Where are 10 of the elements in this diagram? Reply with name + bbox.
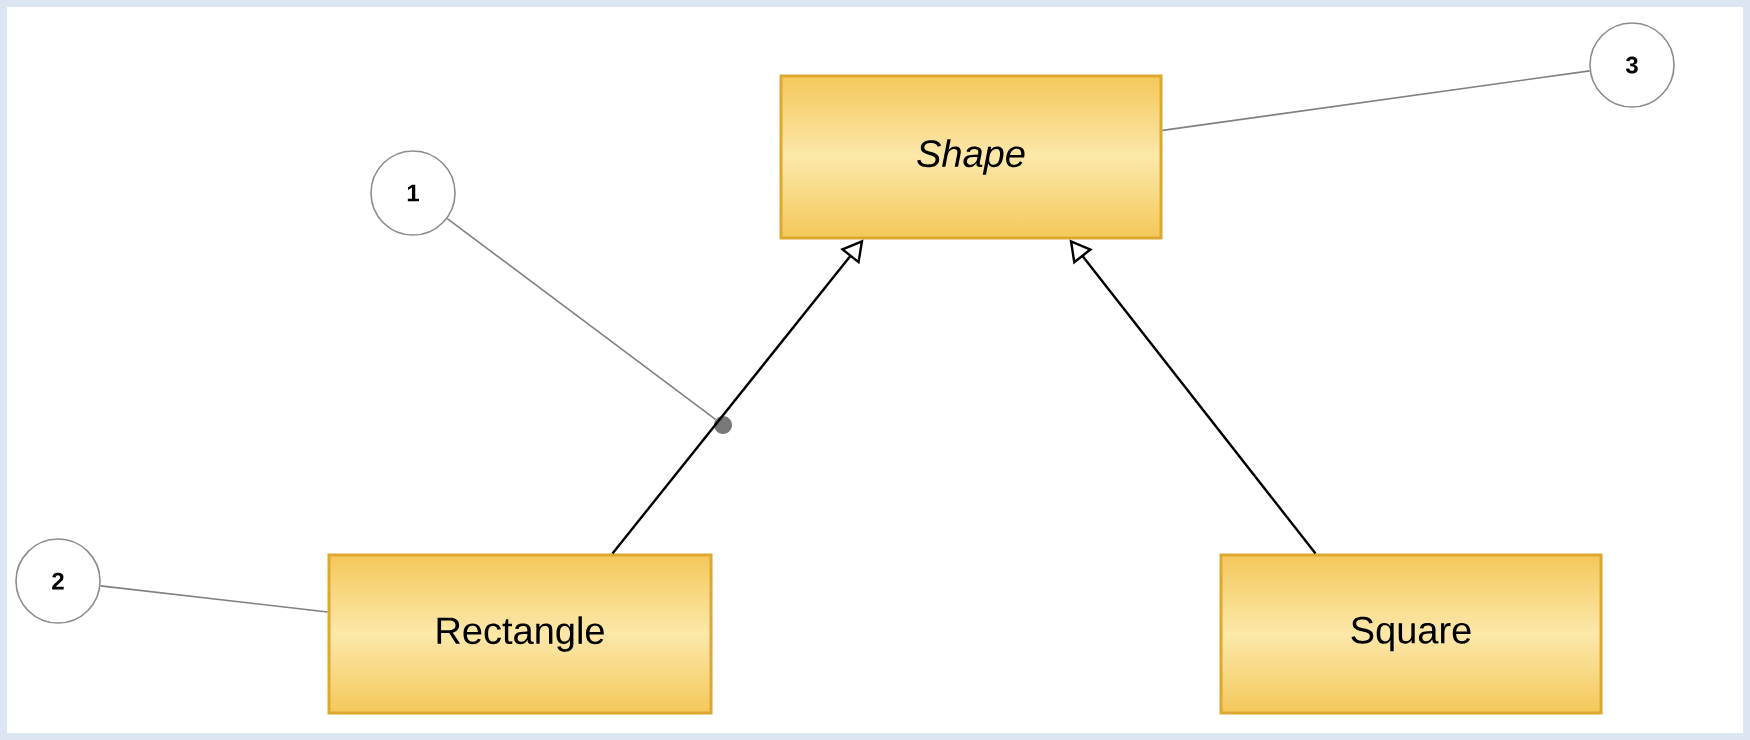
- connector-dot: [714, 416, 732, 434]
- class-box: Rectangle: [327, 553, 713, 715]
- leader-line: [1161, 70, 1591, 132]
- callout-number: 1: [370, 150, 456, 236]
- class-box: Square: [1219, 553, 1603, 715]
- callout-number: 2: [15, 538, 101, 624]
- leader-line: [99, 585, 329, 613]
- callout-number: 3: [1589, 22, 1675, 108]
- class-box: Shape: [779, 74, 1163, 240]
- leader-line: [446, 217, 717, 421]
